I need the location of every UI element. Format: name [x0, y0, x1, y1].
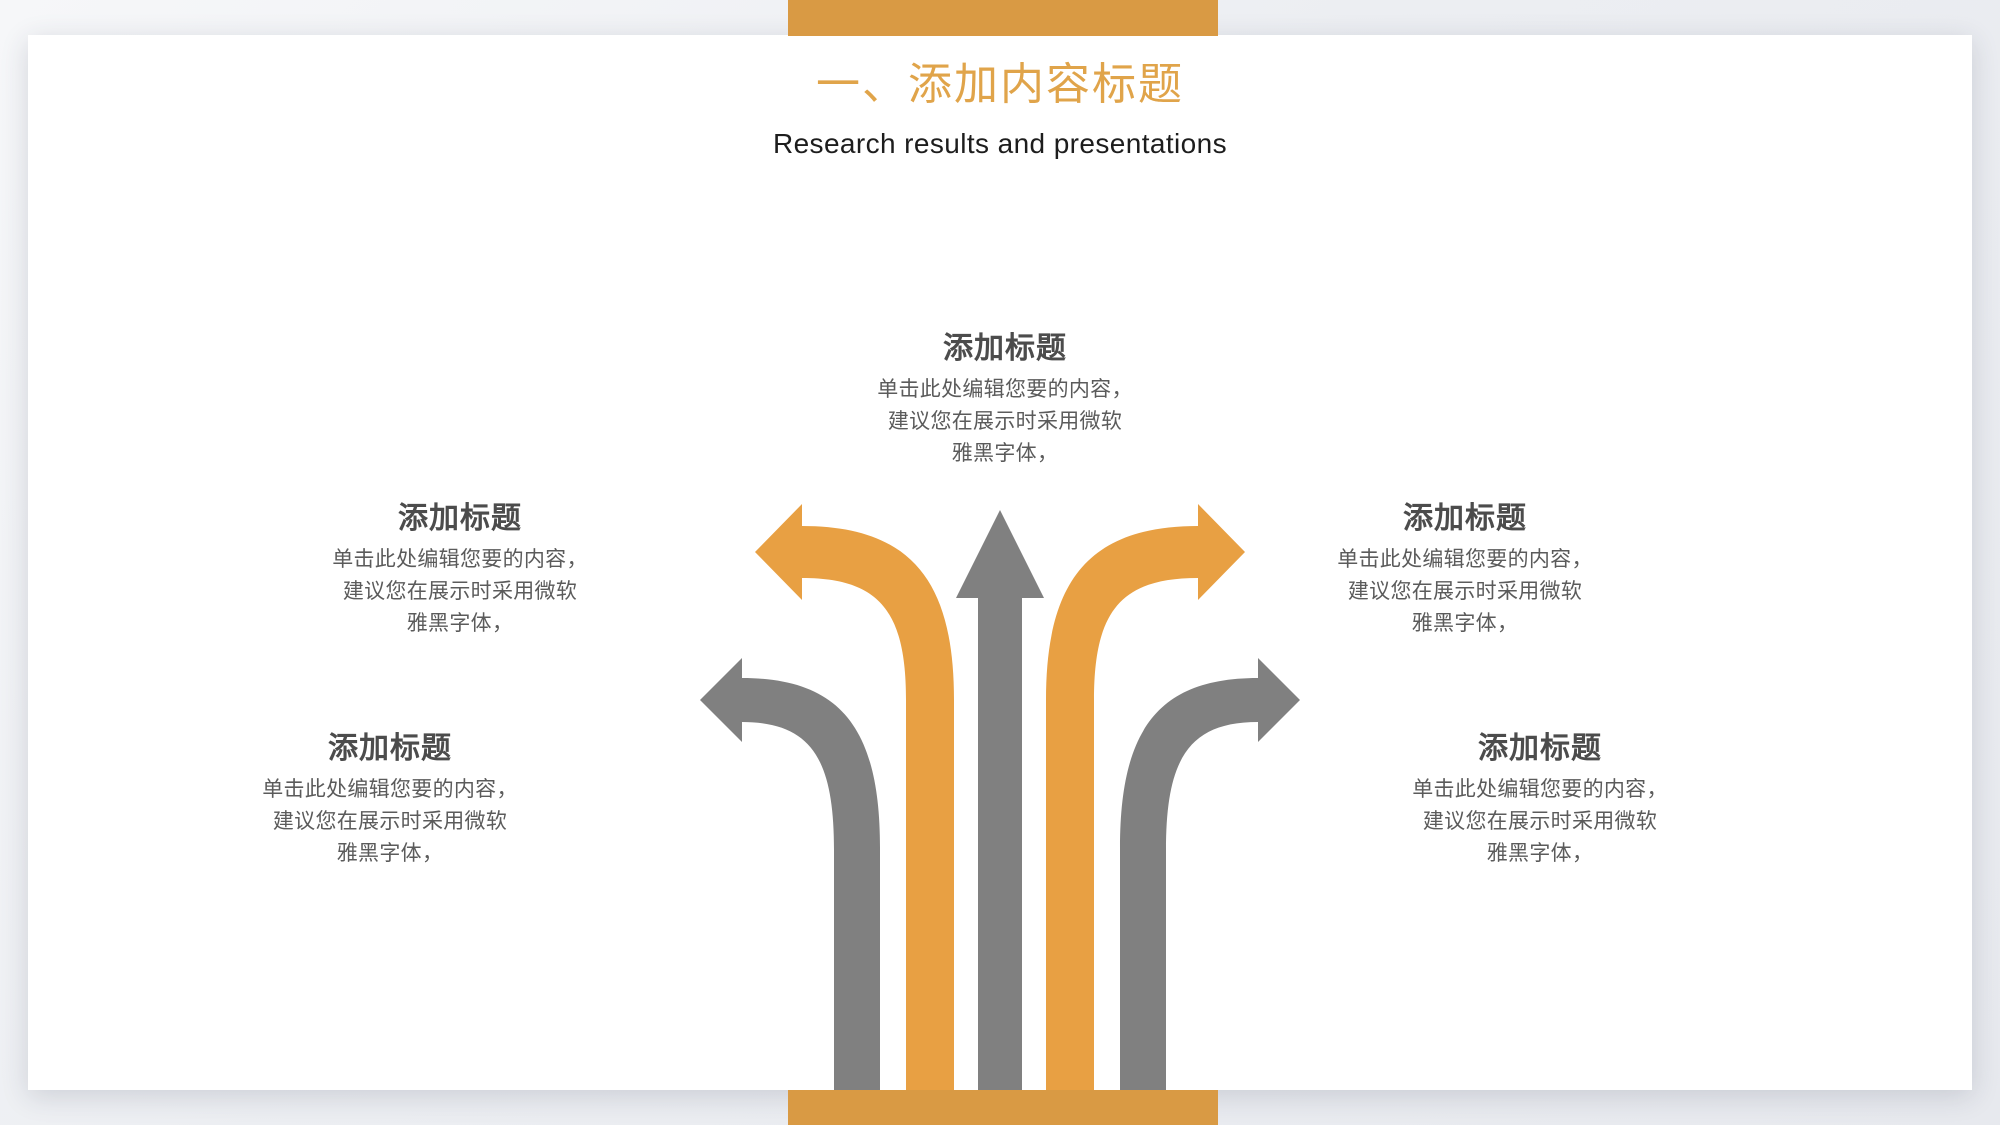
- callout-top-center[interactable]: 添加标题 单击此处编辑您要的内容， 建议您在展示时采用微软 雅黑字体，: [795, 330, 1215, 470]
- callout-body-line: 单击此处编辑您要的内容，: [332, 548, 588, 571]
- callout-title: 添加标题: [1403, 502, 1527, 535]
- callout-body-line: 雅黑字体，: [336, 842, 444, 865]
- page-title: 一、添加内容标题: [816, 60, 1184, 109]
- callout-body: 单击此处编辑您要的内容， 建议您在展示时采用微软 雅黑字体，: [250, 544, 670, 640]
- callout-body-line: 单击此处编辑您要的内容，: [262, 778, 518, 801]
- callout-body: 单击此处编辑您要的内容， 建议您在展示时采用微软 雅黑字体，: [1255, 544, 1675, 640]
- callout-title: 添加标题: [328, 732, 452, 765]
- callout-body-line: 单击此处编辑您要的内容，: [1412, 778, 1668, 801]
- callout-body-line: 建议您在展示时采用微软: [272, 810, 508, 833]
- callout-bot-right[interactable]: 添加标题 单击此处编辑您要的内容， 建议您在展示时采用微软 雅黑字体，: [1330, 730, 1750, 870]
- callout-mid-left[interactable]: 添加标题 单击此处编辑您要的内容， 建议您在展示时采用微软 雅黑字体，: [250, 500, 670, 640]
- callout-body: 单击此处编辑您要的内容， 建议您在展示时采用微软 雅黑字体，: [795, 374, 1215, 470]
- callout-body-line: 建议您在展示时采用微软: [887, 410, 1123, 433]
- callout-mid-right[interactable]: 添加标题 单击此处编辑您要的内容， 建议您在展示时采用微软 雅黑字体，: [1255, 500, 1675, 640]
- callout-body-line: 单击此处编辑您要的内容，: [1337, 548, 1593, 571]
- callout-body: 单击此处编辑您要的内容， 建议您在展示时采用微软 雅黑字体，: [1330, 774, 1750, 870]
- title-zone: 一、添加内容标题 Research results and presentati…: [0, 58, 2000, 162]
- callout-title: 添加标题: [943, 332, 1067, 365]
- callout-body-line: 雅黑字体，: [1411, 612, 1519, 635]
- accent-bar-bottom: [788, 1090, 1218, 1125]
- callout-bot-left[interactable]: 添加标题 单击此处编辑您要的内容， 建议您在展示时采用微软 雅黑字体，: [180, 730, 600, 870]
- callout-body-line: 建议您在展示时采用微软: [1422, 810, 1658, 833]
- callout-body-line: 雅黑字体，: [1486, 842, 1594, 865]
- callout-title: 添加标题: [398, 502, 522, 535]
- callout-body-line: 建议您在展示时采用微软: [342, 580, 578, 603]
- callout-body: 单击此处编辑您要的内容， 建议您在展示时采用微软 雅黑字体，: [180, 774, 600, 870]
- callout-title: 添加标题: [1478, 732, 1602, 765]
- callout-body-line: 雅黑字体，: [951, 442, 1059, 465]
- page-subtitle: Research results and presentations: [772, 128, 1228, 159]
- callout-body-line: 单击此处编辑您要的内容，: [877, 378, 1133, 401]
- callout-body-line: 雅黑字体，: [406, 612, 514, 635]
- accent-bar-top: [788, 0, 1218, 36]
- callout-body-line: 建议您在展示时采用微软: [1347, 580, 1583, 603]
